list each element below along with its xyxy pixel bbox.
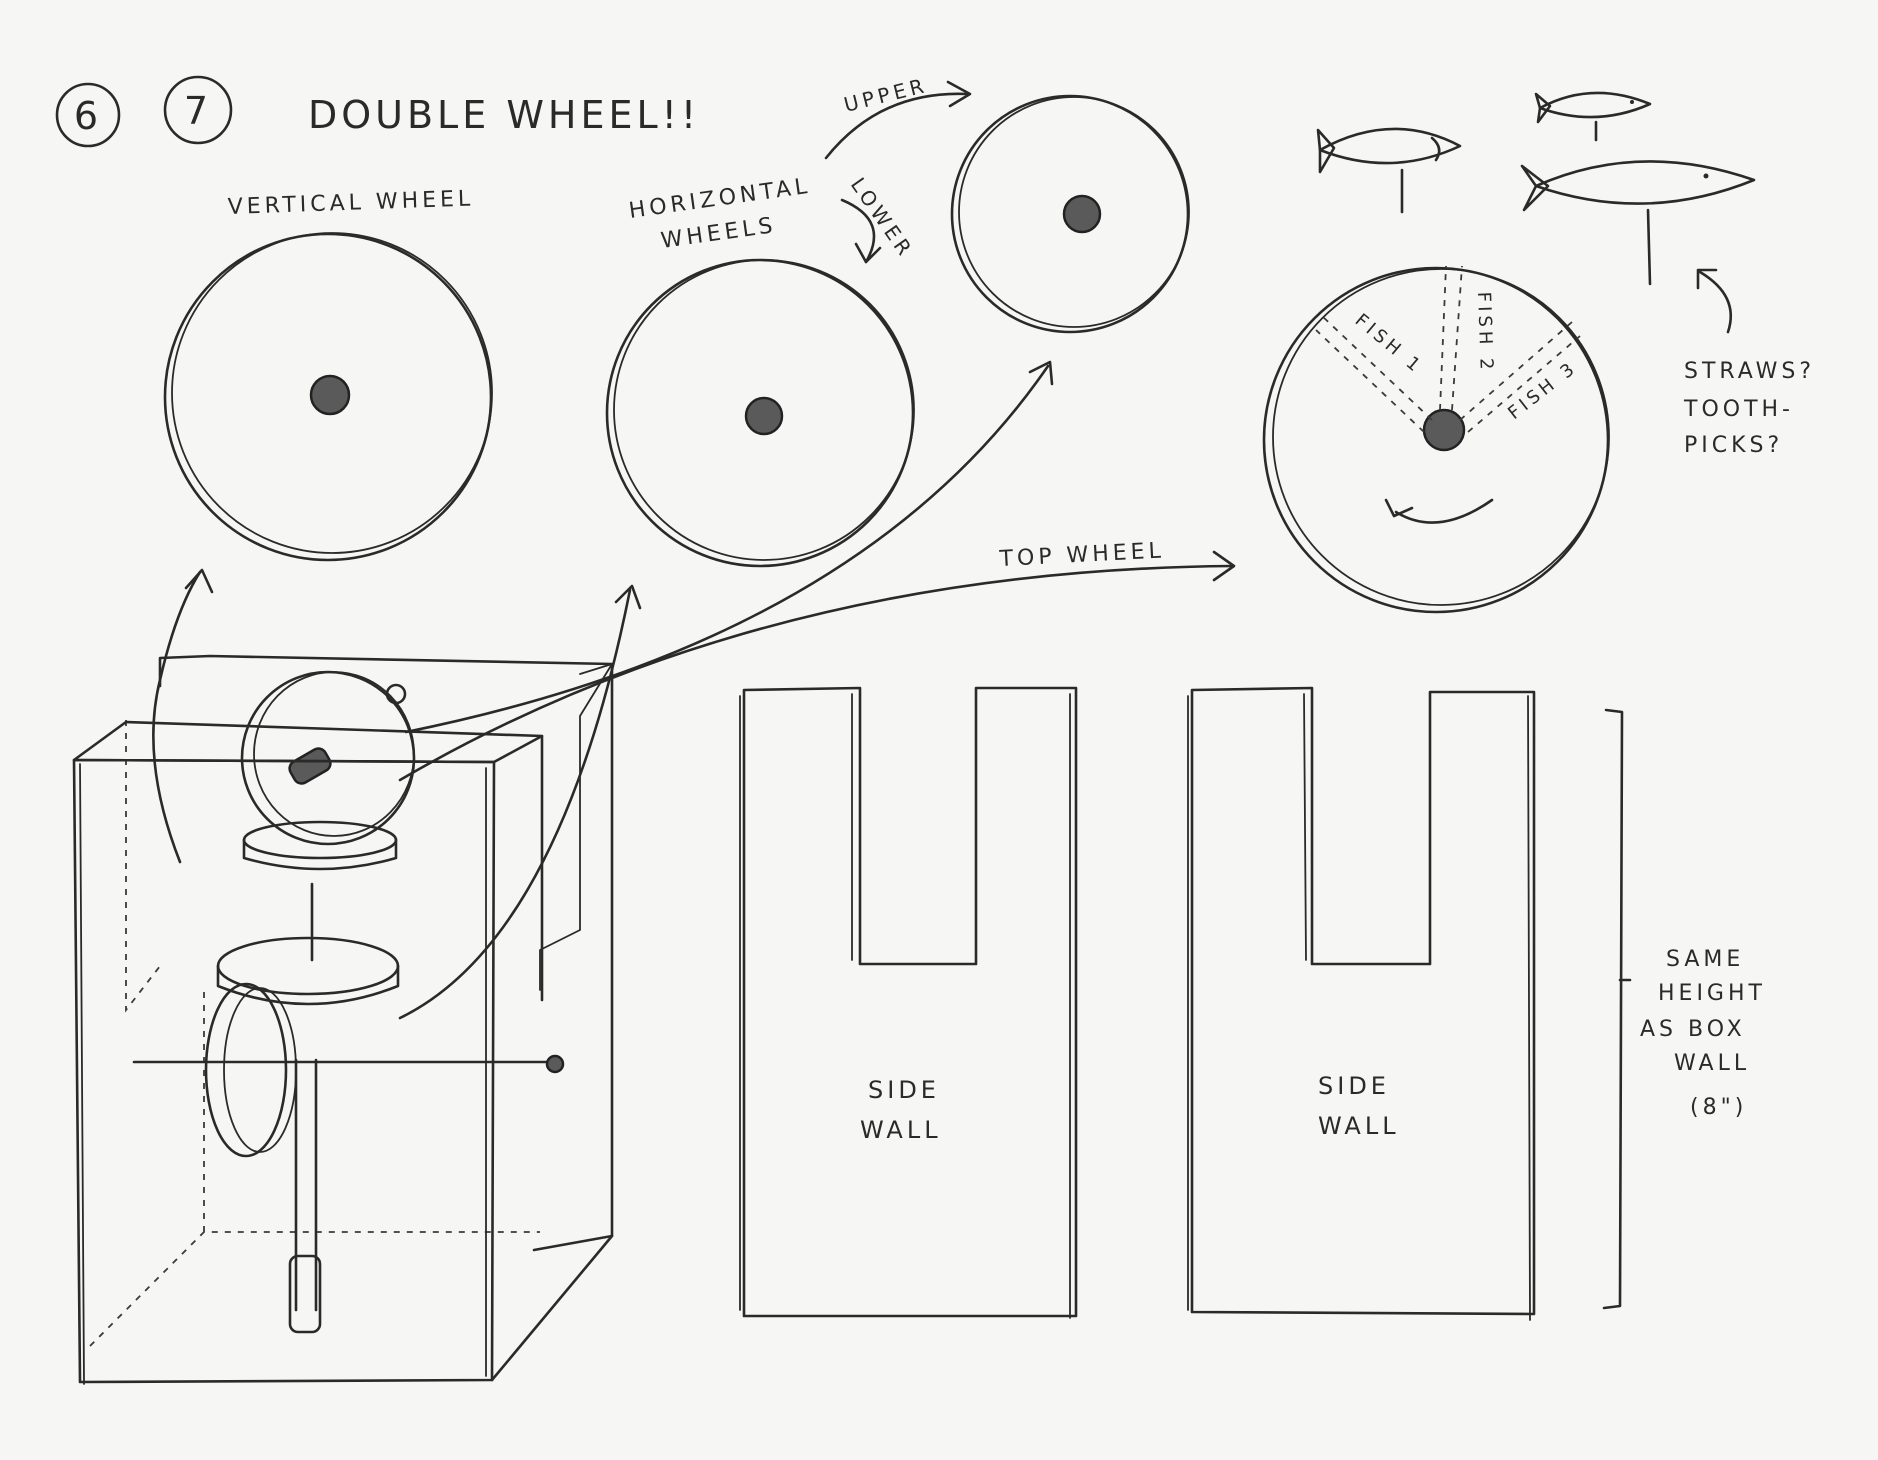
- top-wheel-disc: [1262, 266, 1610, 614]
- side-wall-right-label-line2: WALL: [1318, 1112, 1400, 1140]
- same-height-label-line2: HEIGHT: [1658, 981, 1766, 1006]
- fish-icon: [1534, 91, 1652, 142]
- box-assembly: [72, 654, 614, 1385]
- upper-horizontal-wheel-hub: [1062, 194, 1102, 234]
- fish-figures: STRAWS? TOOTH- PICKS?: [1316, 91, 1815, 458]
- horizontal-wheels-label-line2: WHEELS: [659, 213, 778, 254]
- lower-label: LOWER: [846, 173, 919, 263]
- fish-2-label: FISH 2: [1473, 291, 1497, 373]
- vertical-wheel-hub: [309, 374, 351, 416]
- straws-label-line1: STRAWS?: [1684, 359, 1815, 384]
- vertical-wheel: VERTICAL WHEEL: [163, 186, 493, 562]
- rotation-arrow: [1394, 498, 1494, 524]
- side-wall-left-label-line2: WALL: [860, 1116, 942, 1144]
- side-wall-left-outline: [742, 686, 1078, 1318]
- side-wall-right-outline: [1190, 686, 1536, 1316]
- height-bracket-line: [1602, 708, 1624, 1310]
- box-base-peg: [288, 1254, 322, 1334]
- connector-arrows: [152, 360, 1236, 1020]
- arrow-to-top-wheel: [398, 564, 1234, 782]
- header: 6 7 DOUBLE WHEEL!!: [55, 75, 700, 148]
- fish-3-label: FISH 3: [1504, 357, 1581, 424]
- straws-arrow: [1698, 270, 1733, 334]
- page-badge-6: [55, 82, 121, 148]
- box-back-face: [158, 654, 614, 1252]
- horizontal-wheels: HORIZONTAL WHEELS UPPER LOWER: [605, 73, 1190, 568]
- height-bracket: SAME HEIGHT AS BOX WALL (8"): [1602, 708, 1766, 1310]
- box-upper-disc: [242, 820, 398, 860]
- side-wall-left: SIDE WALL: [739, 686, 1078, 1319]
- side-wall-right: SIDE WALL: [1187, 686, 1536, 1321]
- same-height-label-line3: AS BOX: [1640, 1017, 1746, 1042]
- horizontal-wheels-label-line1: HORIZONTAL: [627, 174, 812, 224]
- same-height-label-line4: WALL: [1674, 1051, 1750, 1076]
- straws-label-line3: PICKS?: [1684, 433, 1783, 458]
- page-title: DOUBLE WHEEL!!: [308, 93, 700, 137]
- box-front-face: [72, 758, 496, 1384]
- side-wall-left-label-line1: SIDE: [868, 1076, 940, 1104]
- same-height-label-line5: (8"): [1690, 1095, 1747, 1120]
- arrow-to-upper-horizontal-wheel: [404, 364, 1050, 734]
- page-badge-7-label: 7: [184, 89, 212, 133]
- side-wall-right-label-line1: SIDE: [1318, 1072, 1390, 1100]
- top-wheel-hub: [1422, 408, 1466, 452]
- upper-horizontal-wheel-disc: [950, 94, 1190, 334]
- same-height-label-line1: SAME: [1666, 947, 1744, 972]
- lower-arrow: [840, 198, 876, 264]
- page-badge-6-label: 6: [74, 94, 102, 138]
- upper-arrow: [824, 92, 970, 160]
- page-badge-7: [163, 75, 233, 145]
- top-wheel: FISH 1 FISH 2 FISH 3 TOP WHEEL: [998, 265, 1610, 614]
- top-wheel-label: TOP WHEEL: [998, 538, 1165, 572]
- box-lower-disc: [216, 936, 400, 996]
- fish-icon: [1316, 127, 1462, 214]
- vertical-wheel-label: VERTICAL WHEEL: [227, 186, 474, 220]
- lower-horizontal-wheel-hub: [744, 396, 784, 436]
- straws-label-line2: TOOTH-: [1683, 397, 1794, 422]
- vertical-wheel-disc: [163, 232, 493, 562]
- fish-1-label: FISH 1: [1351, 310, 1427, 379]
- fish-icon: [1520, 160, 1756, 286]
- arrow-to-lower-horizontal-wheel: [398, 588, 632, 1020]
- box-vertical-wheel: [204, 982, 288, 1158]
- arrow-to-vertical-wheel: [152, 570, 202, 864]
